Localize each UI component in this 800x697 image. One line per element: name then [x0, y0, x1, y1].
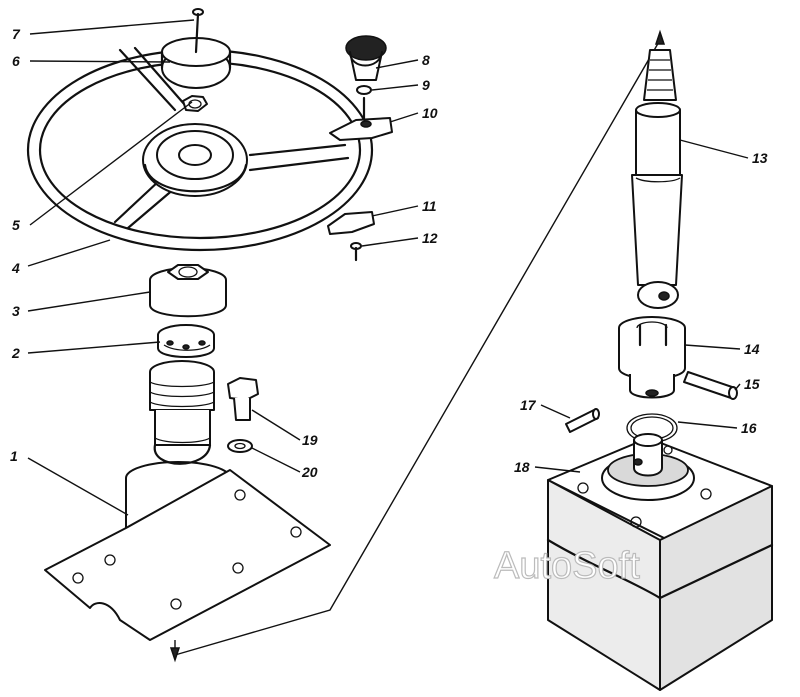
coupling [618, 316, 686, 399]
callout-5: 5 [12, 217, 20, 233]
lever-knob [345, 35, 387, 81]
callout-9: 9 [422, 77, 430, 93]
callout-19: 19 [302, 432, 318, 448]
washer [227, 439, 253, 453]
mounting-plate [44, 469, 331, 641]
cap-screw [192, 8, 204, 54]
callouts: 1 2 3 4 5 6 7 8 9 10 11 12 13 14 15 16 1… [10, 26, 768, 480]
callout-18: 18 [514, 459, 530, 475]
callout-12: 12 [422, 230, 438, 246]
gearbox [546, 433, 774, 691]
lock-washer [356, 85, 372, 95]
pin-small [565, 408, 600, 433]
steering-shaft [631, 49, 683, 309]
callout-2: 2 [11, 345, 20, 361]
lever-bracket [329, 96, 393, 141]
callout-14: 14 [744, 341, 760, 357]
pin-large [683, 371, 738, 400]
callout-10: 10 [422, 105, 438, 121]
callout-1: 1 [10, 448, 18, 464]
callout-13: 13 [752, 150, 768, 166]
callout-4: 4 [11, 260, 20, 276]
callout-11: 11 [422, 198, 437, 214]
callout-8: 8 [422, 52, 430, 68]
hub-nut [182, 95, 208, 112]
column-nut [149, 264, 227, 318]
callout-17: 17 [520, 397, 537, 413]
watermark: AutoSoft [494, 545, 640, 587]
assembly-arrow [169, 29, 666, 663]
callout-20: 20 [301, 464, 318, 480]
horn-cap [160, 37, 232, 89]
bolt [227, 377, 259, 421]
callout-6: 6 [12, 53, 20, 69]
clamp [327, 211, 375, 235]
callout-16: 16 [741, 420, 757, 436]
callout-15: 15 [744, 376, 760, 392]
leader-lines [27, 19, 749, 516]
callout-3: 3 [12, 303, 20, 319]
steering-wheel-hub [142, 123, 248, 197]
callout-7: 7 [12, 26, 21, 42]
clamp-screw [350, 242, 362, 262]
bearing [157, 324, 215, 358]
